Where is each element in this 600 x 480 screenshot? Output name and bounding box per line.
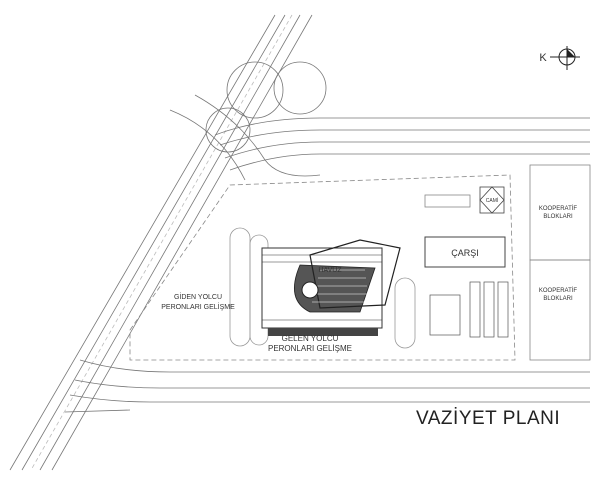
gelen-label-1: GELEN YOLCU bbox=[282, 334, 339, 343]
site-boundary bbox=[129, 174, 516, 361]
plan-title: VAZİYET PLANI bbox=[416, 408, 561, 429]
north-arrow-icon bbox=[550, 46, 580, 70]
havuz-label: HAVUZ bbox=[318, 267, 342, 274]
carsi-label: ÇARŞI bbox=[451, 248, 479, 258]
cami-label: CAMİ bbox=[486, 197, 499, 204]
interchange bbox=[169, 61, 327, 181]
kooperatif-block-2 bbox=[529, 259, 591, 361]
lower-road bbox=[64, 359, 590, 413]
carsi-block bbox=[424, 236, 506, 268]
kooperatif-1-label-1: KOOPERATİF bbox=[539, 205, 578, 212]
upper-road bbox=[214, 117, 590, 171]
compass-label: K bbox=[539, 52, 547, 64]
kooperatif-2-label-2: BLOKLARI bbox=[543, 296, 573, 302]
giden-label-1: GİDEN YOLCU bbox=[174, 292, 222, 301]
kooperatif-1-label-2: BLOKLARI bbox=[543, 214, 573, 220]
highway bbox=[9, 14, 313, 471]
terminal-building bbox=[261, 239, 401, 336]
gelen-label-2: PERONLARI GELİŞME bbox=[268, 344, 352, 353]
kooperatif-2-label-1: KOOPERATİF bbox=[539, 287, 578, 294]
kooperatif-block-1 bbox=[529, 164, 591, 261]
cami-block bbox=[479, 186, 505, 214]
parking-rows bbox=[429, 281, 509, 338]
giden-label-2: PERONLARI GELİŞME bbox=[161, 302, 235, 311]
